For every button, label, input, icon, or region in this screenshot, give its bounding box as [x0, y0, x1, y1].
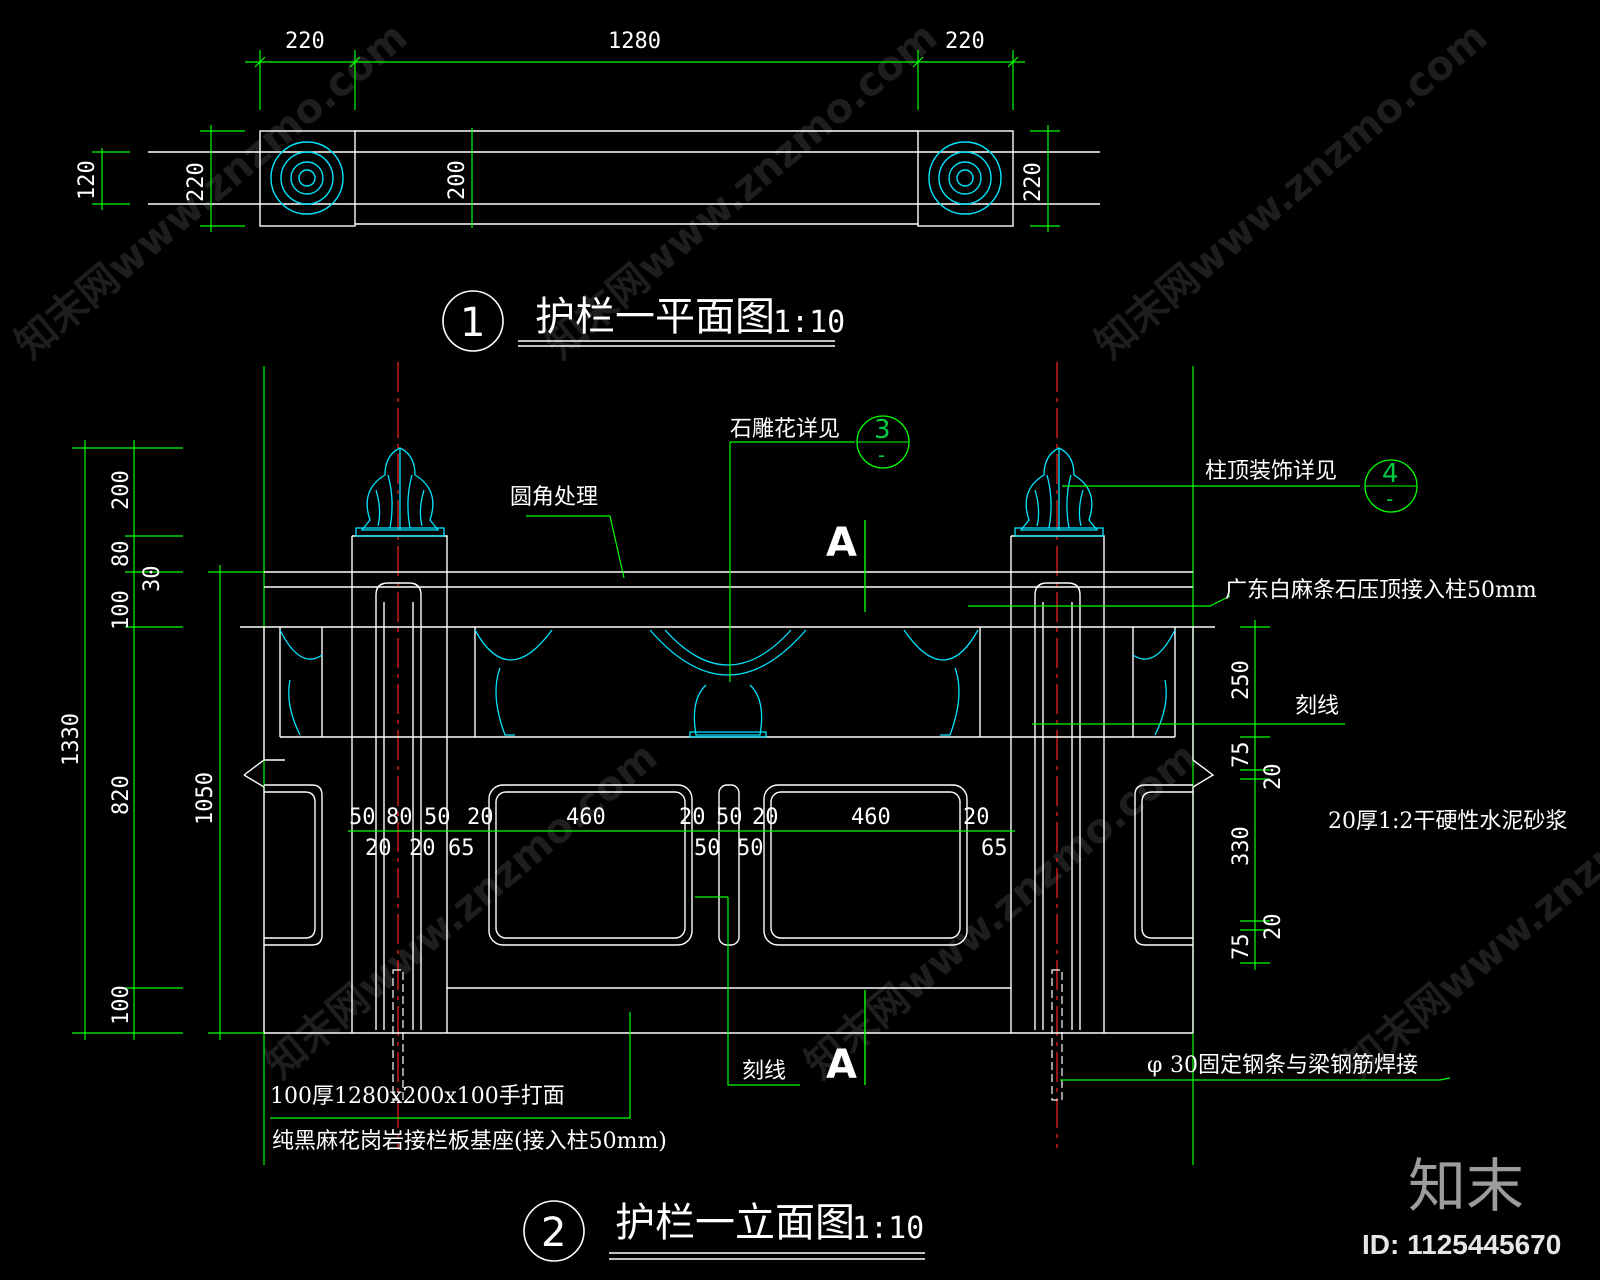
elevation-title-block: 2 护栏一立面图 1:10 [523, 1200, 925, 1262]
dim-rail-height: 1050 [193, 772, 218, 825]
dim-cap: 80 [109, 541, 134, 568]
section-mark-bottom: A [826, 1042, 857, 1088]
section-mark-top: A [826, 520, 857, 566]
post-finials [355, 447, 1104, 537]
dim-row-top: 80 [386, 805, 413, 830]
dim-right-75-top: 75 [1229, 742, 1254, 769]
dim-row-top: 460 [851, 805, 891, 830]
dim-coping: 100 [109, 590, 134, 630]
dim-cap-30: 30 [140, 566, 165, 593]
plan-post-left [259, 130, 356, 227]
note-groove-lower: 刻线 [742, 1059, 786, 1084]
plan-dim-post: 220 [184, 162, 209, 202]
plan-dim-rail: 120 [75, 160, 100, 200]
watermark-id: ID: 1125445670 [1362, 1229, 1561, 1260]
plan-dim-post-right: 220 [1021, 162, 1046, 202]
leader-lines [270, 441, 1451, 1119]
note-rebar-symbol: φ [1147, 1053, 1162, 1078]
plan-title-block: 1 护栏一平面图 1:10 [442, 290, 845, 352]
lower-panel-left [488, 784, 693, 946]
dim-carving-band: 250 [1229, 660, 1254, 700]
note-base-line1: 100厚1280x200x100手打面 [270, 1084, 565, 1109]
panel-dimension-row-bottom: 20 20 65 50 50 65 [365, 836, 1008, 861]
plan-dimensions [92, 50, 1060, 232]
plan-dim-middle: 1280 [608, 29, 661, 54]
dim-row-top: 50 [349, 805, 376, 830]
note-capstone: 广东白麻条石压顶接入柱50mm [1225, 578, 1537, 603]
watermark-text: 知末网www.znzmo.com [797, 734, 1206, 1088]
note-mortar: 20厚1:2干硬性水泥砂浆 [1328, 809, 1567, 834]
elevation-title: 护栏一立面图 [615, 1200, 855, 1246]
note-base-line2: 纯黑麻花岗岩接栏板基座(接入柱50mm) [272, 1129, 667, 1154]
dim-right-20-bottom: 20 [1261, 914, 1286, 941]
detail-ref-4-sub: - [1386, 487, 1393, 511]
watermark-text: 知末网www.znzmo.com [1337, 734, 1600, 1088]
note-rebar: 30固定钢条与梁钢筋焊接 [1170, 1053, 1418, 1078]
plan-dim-left: 220 [285, 29, 325, 54]
detail-ref-3: 3 [874, 415, 891, 445]
diagonal-watermarks: 知末网www.znzmo.com 知末网www.znzmo.com 知末网www… [7, 14, 1600, 1088]
plan-dim-right: 220 [945, 29, 985, 54]
brand-watermark: 知末 [1408, 1152, 1524, 1220]
plan-dim-center: 200 [445, 160, 470, 200]
elevation-number: 2 [541, 1210, 566, 1256]
watermark-text: 知末网www.znzmo.com [1087, 14, 1496, 368]
detail-ref-3-sub: - [878, 443, 885, 467]
dim-row-top: 50 [716, 805, 743, 830]
plan-post-caps [270, 141, 1002, 215]
detail-ref-4: 4 [1382, 459, 1399, 489]
dim-row-bottom: 65 [981, 836, 1008, 861]
rebars [392, 969, 1063, 1101]
note-cap-ornament: 柱顶装饰详见 [1205, 459, 1337, 484]
dim-row-top: 460 [566, 805, 606, 830]
panel-dimension-row-top: 50 80 50 20 460 20 50 20 460 20 [349, 805, 990, 830]
plan-title: 护栏一平面图 [535, 294, 775, 340]
stone-carving-ornaments [279, 629, 1176, 738]
note-fillet: 圆角处理 [510, 485, 598, 510]
dim-total-height: 1330 [59, 713, 84, 766]
dim-row-bottom: 20 [409, 836, 436, 861]
plan-number: 1 [460, 300, 485, 346]
elevation-right-dimensions [1240, 620, 1270, 970]
dim-row-bottom: 65 [448, 836, 475, 861]
lower-panel-right [763, 784, 968, 946]
note-carving: 石雕花详见 [730, 417, 840, 442]
dim-row-top: 50 [424, 805, 451, 830]
dim-row-top: 20 [467, 805, 494, 830]
middle-divider [718, 784, 740, 946]
dim-finial: 200 [109, 470, 134, 510]
note-groove-upper: 刻线 [1295, 694, 1339, 719]
dim-row-bottom: 50 [694, 836, 721, 861]
dim-row-top: 20 [752, 805, 779, 830]
dim-panel: 820 [109, 775, 134, 815]
dim-row-bottom: 20 [365, 836, 392, 861]
dim-row-top: 20 [679, 805, 706, 830]
dim-row-top: 20 [963, 805, 990, 830]
elevation-scale: 1:10 [852, 1211, 924, 1246]
centerlines [397, 362, 1058, 1148]
dim-right-330: 330 [1229, 826, 1254, 866]
plan-post-right [917, 130, 1014, 227]
dim-right-20-top: 20 [1261, 764, 1286, 791]
dim-row-bottom: 50 [737, 836, 764, 861]
elevation-left-dimensions [72, 440, 264, 1040]
plan-scale: 1:10 [773, 305, 845, 340]
dim-right-75-bottom: 75 [1229, 934, 1254, 961]
dim-base: 100 [109, 985, 134, 1025]
